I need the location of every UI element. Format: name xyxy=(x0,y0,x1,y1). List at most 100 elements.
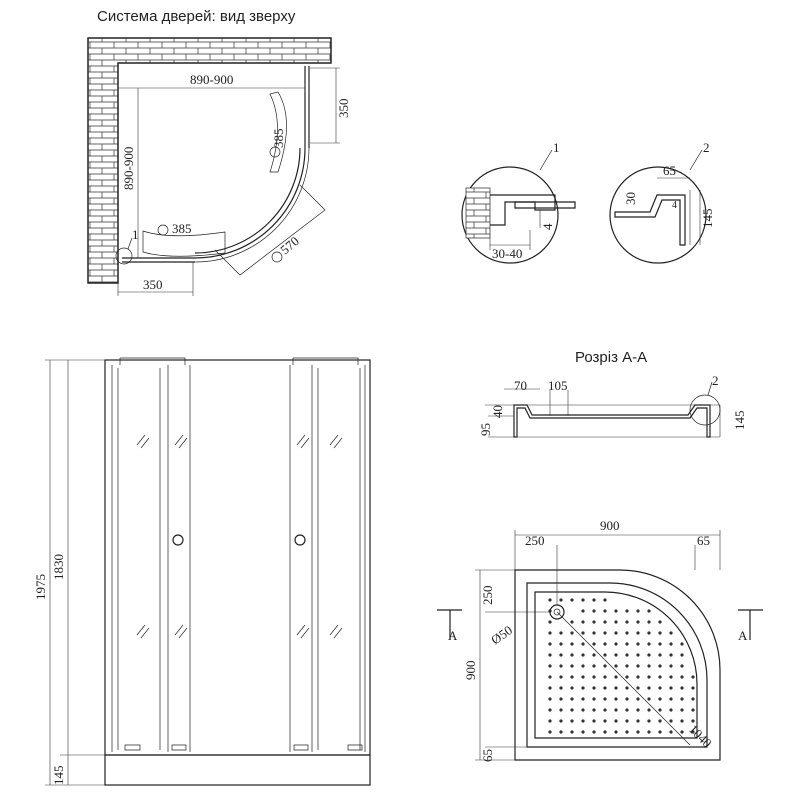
rim-x-dim: 65 xyxy=(697,533,710,548)
glass-hatching xyxy=(136,434,343,639)
side-panel xyxy=(304,66,310,148)
anti-slip-dot xyxy=(636,609,640,613)
anti-slip-dot xyxy=(559,631,563,635)
curved-door-outer xyxy=(194,147,306,259)
detail-1-ref: 1 xyxy=(132,227,139,242)
anti-slip-dot xyxy=(669,697,673,701)
drain-diameter-dim: Ø50 xyxy=(488,622,515,647)
anti-slip-dot xyxy=(636,719,640,723)
anti-slip-dot xyxy=(669,653,673,657)
anti-slip-dot xyxy=(548,686,552,690)
anti-slip-dot xyxy=(548,642,552,646)
anti-slip-dot xyxy=(581,631,585,635)
right-door-handle xyxy=(294,534,306,546)
top-view: 890-900 890-900 350 350 385 385 570 1 xyxy=(87,37,351,296)
depth-dim-label: 890-900 xyxy=(121,147,136,190)
section-total-height-dim: 145 xyxy=(732,411,747,431)
anti-slip-dot xyxy=(625,719,629,723)
anti-slip-dot xyxy=(570,620,574,624)
anti-slip-dot xyxy=(581,675,585,679)
anti-slip-dot xyxy=(614,609,618,613)
anti-slip-dot xyxy=(614,620,618,624)
anti-slip-dot xyxy=(625,620,629,624)
detail-1-gap-dim: 30-40 xyxy=(492,246,522,261)
anti-slip-dot xyxy=(680,664,684,668)
anti-slip-dot xyxy=(581,708,585,712)
anti-slip-dot xyxy=(570,730,574,734)
anti-slip-dot xyxy=(592,642,596,646)
anti-slip-dot xyxy=(691,675,695,679)
anti-slip-dot xyxy=(570,719,574,723)
anti-slip-dot xyxy=(548,664,552,668)
anti-slip-dot xyxy=(680,697,684,701)
side-panel-dim-label: 350 xyxy=(336,99,351,119)
anti-slip-dot xyxy=(548,598,552,602)
anti-slip-dot xyxy=(570,598,574,602)
anti-slip-dot xyxy=(636,708,640,712)
anti-slip-dot xyxy=(680,686,684,690)
anti-slip-dot xyxy=(603,653,607,657)
anti-slip-dot xyxy=(669,719,673,723)
anti-slip-dot xyxy=(559,697,563,701)
anti-slip-dot xyxy=(559,686,563,690)
section-drain-dim: 105 xyxy=(548,378,568,393)
detail-2-top-dim: 65 xyxy=(663,163,676,178)
section-inner-height-dim: 95 xyxy=(478,423,493,436)
anti-slip-dot xyxy=(625,708,629,712)
anti-slip-dot xyxy=(548,730,552,734)
section-mark-right-arrow xyxy=(738,609,763,640)
anti-slip-dot xyxy=(647,686,651,690)
anti-slip-dot xyxy=(559,664,563,668)
anti-slip-dot xyxy=(548,631,552,635)
tray-width-dim: 900 xyxy=(600,518,620,533)
anti-slip-dot xyxy=(603,664,607,668)
anti-slip-dot xyxy=(559,653,563,657)
curved-door-inner xyxy=(194,147,301,254)
anti-slip-dot xyxy=(603,719,607,723)
anti-slip-dot xyxy=(603,609,607,613)
anti-slip-dot xyxy=(592,686,596,690)
anti-slip-dot xyxy=(592,708,596,712)
anti-slip-dot xyxy=(625,675,629,679)
anti-slip-dot xyxy=(647,697,651,701)
anti-slip-dot xyxy=(570,697,574,701)
anti-slip-dot xyxy=(669,631,673,635)
detail-1-marker xyxy=(115,247,133,265)
anti-slip-dot xyxy=(614,675,618,679)
left-door-handle xyxy=(172,534,184,546)
anti-slip-dot xyxy=(603,730,607,734)
anti-slip-dot xyxy=(669,686,673,690)
anti-slip-dot xyxy=(647,642,651,646)
anti-slip-dot xyxy=(559,719,563,723)
anti-slip-dot xyxy=(691,719,695,723)
anti-slip-dot xyxy=(658,620,662,624)
opening-swing xyxy=(214,184,326,276)
anti-slip-dot xyxy=(636,642,640,646)
anti-slip-dot xyxy=(647,620,651,624)
anti-slip-dot xyxy=(581,598,585,602)
anti-slip-dot xyxy=(614,642,618,646)
anti-slip-dot xyxy=(658,686,662,690)
section-rim-dim: 70 xyxy=(514,378,527,393)
anti-slip-dot xyxy=(636,686,640,690)
anti-slip-dot xyxy=(559,642,563,646)
anti-slip-dot xyxy=(636,620,640,624)
anti-slip-dot xyxy=(658,719,662,723)
swing-symbol xyxy=(157,224,169,236)
anti-slip-dot xyxy=(570,642,574,646)
anti-slip-dot xyxy=(559,598,563,602)
section-mark-left-arrow xyxy=(437,609,462,640)
brick-wall xyxy=(87,37,332,284)
anti-slip-dot xyxy=(658,642,662,646)
bottom-panel-dimension xyxy=(117,262,194,296)
anti-slip-dot xyxy=(691,730,695,734)
anti-slip-dot xyxy=(581,730,585,734)
anti-slip-dot xyxy=(680,642,684,646)
detail-2-step-dim: 30 xyxy=(623,192,638,205)
bottom-panel xyxy=(122,257,195,263)
enclosure-height-dim: 1830 xyxy=(51,554,66,580)
anti-slip-dot xyxy=(669,730,673,734)
anti-slip-dot xyxy=(603,631,607,635)
anti-slip-dot xyxy=(581,609,585,613)
